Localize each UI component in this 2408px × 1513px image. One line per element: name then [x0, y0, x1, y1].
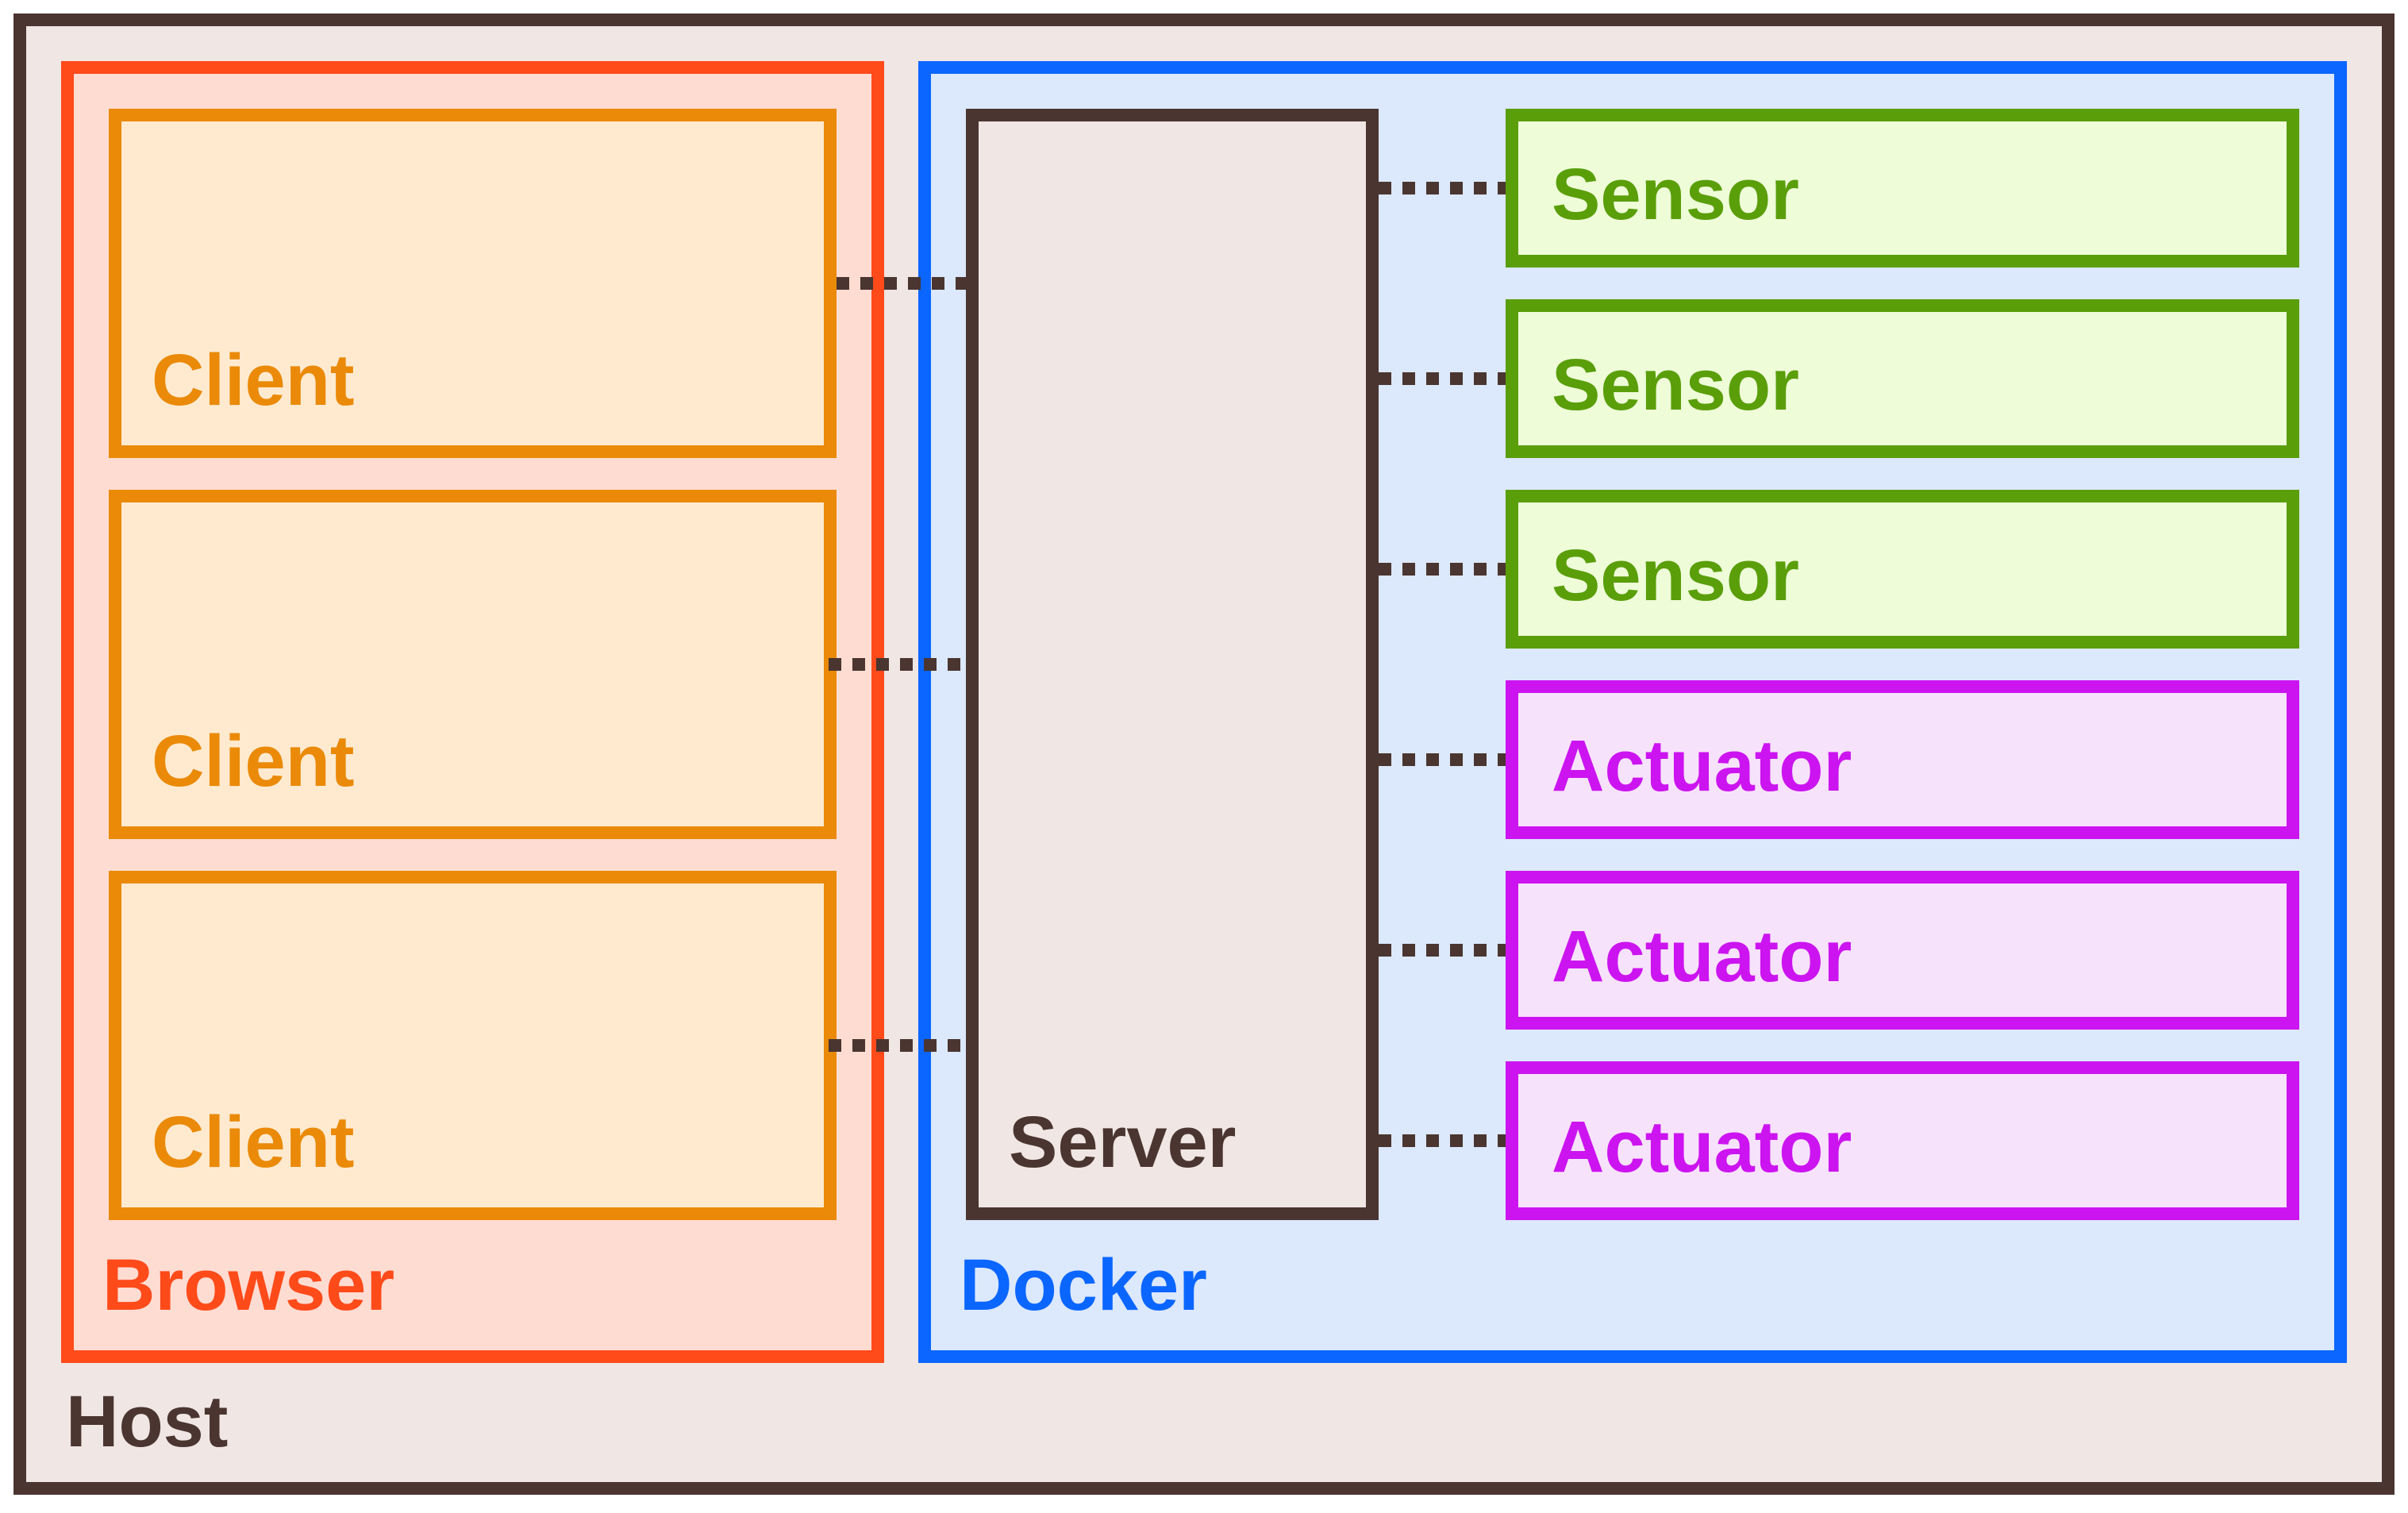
sensor-label: Sensor	[1552, 154, 1799, 235]
server-actuator-connector-1	[1379, 753, 1506, 766]
client-server-connector-3	[829, 1039, 966, 1052]
client-server-connector-2	[829, 658, 966, 671]
sensor-label: Sensor	[1552, 345, 1799, 425]
sensor-label: Sensor	[1552, 535, 1799, 616]
browser-label: Browser	[102, 1245, 395, 1326]
server-actuator-connector-2	[1379, 944, 1506, 957]
sensor-box-2: Sensor	[1506, 299, 2299, 458]
actuator-box-1: Actuator	[1506, 680, 2299, 839]
client-label: Client	[152, 1102, 355, 1183]
client-box-1: Client	[109, 109, 837, 458]
server-sensor-connector-2	[1379, 372, 1506, 385]
client-box-3: Client	[109, 871, 837, 1220]
client-label: Client	[152, 340, 355, 421]
client-server-connector-1	[837, 277, 966, 290]
server-actuator-connector-3	[1379, 1134, 1506, 1147]
host-label: Host	[66, 1381, 229, 1462]
sensor-box-1: Sensor	[1506, 109, 2299, 268]
client-box-2: Client	[109, 490, 837, 839]
actuator-box-3: Actuator	[1506, 1061, 2299, 1220]
client-label: Client	[152, 721, 355, 802]
server-sensor-connector-3	[1379, 563, 1506, 576]
actuator-label: Actuator	[1552, 916, 1852, 997]
actuator-label: Actuator	[1552, 1107, 1852, 1188]
server-box: Server	[966, 109, 1379, 1220]
actuator-label: Actuator	[1552, 726, 1852, 807]
sensor-box-3: Sensor	[1506, 490, 2299, 649]
server-label: Server	[1009, 1102, 1237, 1183]
actuator-box-2: Actuator	[1506, 871, 2299, 1030]
docker-label: Docker	[960, 1245, 1207, 1326]
server-sensor-connector-1	[1379, 182, 1506, 194]
